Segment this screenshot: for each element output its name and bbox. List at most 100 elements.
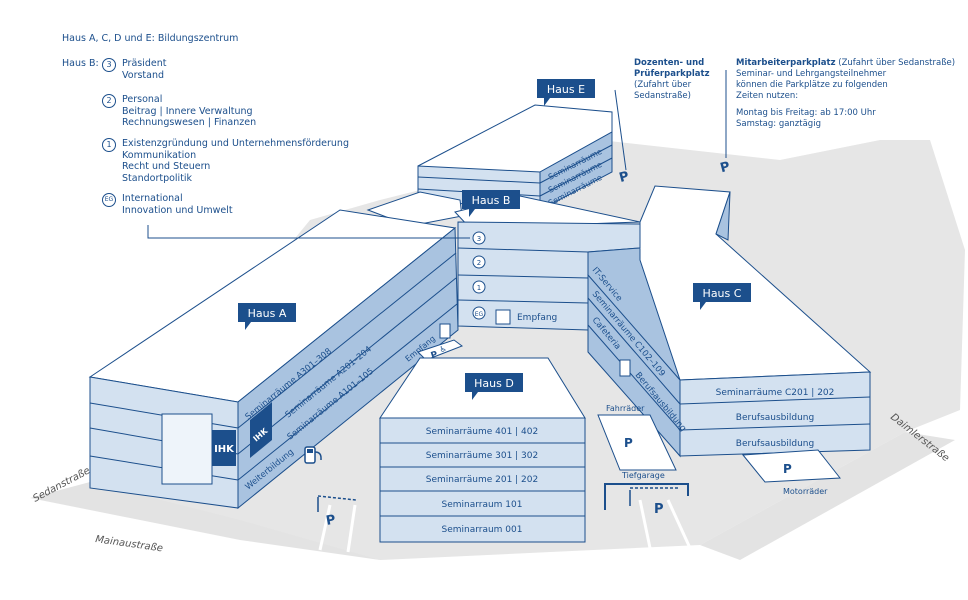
fahrraeder-label: Fahrräder bbox=[606, 404, 645, 413]
haus-b-floor-2: 2 bbox=[477, 259, 481, 267]
haus-c-roof-edge bbox=[715, 191, 731, 241]
ground-shade-right bbox=[700, 432, 955, 560]
haus-c-front bbox=[679, 371, 871, 457]
haus-c-berufsausbildung-2: Berufsausbildung bbox=[736, 439, 814, 449]
mitarbeiter-parking-access: (Zufahrt über Sedanstraße) bbox=[838, 58, 956, 68]
haus-c-label: Haus C bbox=[703, 287, 742, 300]
haus-b-floorline bbox=[457, 299, 589, 304]
haus-c-berufsausbildung-1: Berufsausbildung bbox=[736, 413, 814, 423]
haus-b-floorline bbox=[457, 247, 589, 253]
haus-d-room-301: Seminarräume 301 | 302 bbox=[426, 451, 538, 461]
legend-floor-1-line: Standortpolitik bbox=[122, 172, 193, 184]
haus-b-empfang-label: Empfang bbox=[517, 313, 557, 323]
mitarbeiter-parking-line: können die Parkplätze zu folgenden bbox=[736, 80, 888, 90]
haus-c-floorline bbox=[587, 324, 681, 431]
ground-shade-left bbox=[30, 482, 380, 560]
ev-charging-icon bbox=[304, 446, 322, 464]
fahrraeder-p: P bbox=[624, 436, 633, 450]
mitarbeiter-parking-time-weekday: Montag bis Freitag: ab 17:00 Uhr bbox=[736, 108, 876, 118]
wheelchair-icon: ♿ bbox=[438, 344, 448, 355]
haus-e-label: Haus E bbox=[547, 83, 585, 96]
legend-leader-line bbox=[147, 225, 470, 239]
legend-floor-2-line: Rechnungswesen | Finanzen bbox=[122, 117, 257, 128]
mitarbeiter-parking-title: Mitarbeiterparkplatz bbox=[736, 58, 836, 68]
fahrraeder-area bbox=[597, 414, 677, 471]
dozenten-parking-access-2: Sedanstraße) bbox=[634, 91, 691, 101]
legend-floor-2-line: Beitrag | Innere Verwaltung bbox=[122, 105, 253, 117]
mitarbeiter-parking-info: Mitarbeiterparkplatz (Zufahrt über Sedan… bbox=[736, 58, 955, 130]
floor-badge-3: 3 bbox=[102, 58, 116, 72]
haus-c-floorline bbox=[679, 396, 871, 405]
mainaustrasse-label: Mainaustraße bbox=[95, 534, 164, 554]
front-parking-lane bbox=[346, 504, 357, 553]
dozenten-parking-p: P bbox=[618, 169, 631, 186]
haus-e-floorline bbox=[417, 176, 541, 184]
haus-a-entrance-door bbox=[439, 323, 451, 339]
dozenten-parking-info: Dozenten- und Prüferparkplatz (Zufahrt ü… bbox=[634, 58, 710, 102]
haus-b-entrance-door bbox=[495, 309, 511, 325]
legend-floor-3: 3 Präsident Vorstand bbox=[102, 58, 167, 81]
legend-floor-2-line: Personal bbox=[122, 94, 163, 105]
tiefgarage-lane bbox=[666, 499, 692, 549]
legend-floor-1-line: Kommunikation bbox=[122, 149, 197, 161]
motorraeder-p: P bbox=[783, 462, 792, 476]
legend-floor-eg: EG International Innovation und Umwelt bbox=[102, 193, 233, 216]
legend-floor-1-line: Recht und Steuern bbox=[122, 161, 211, 172]
legend-floor-1-line: Existenzgründung und Unternehmensförderu… bbox=[122, 138, 349, 149]
haus-c-floorline bbox=[679, 423, 871, 431]
haus-a-label: Haus A bbox=[248, 307, 287, 320]
haus-b-floor-eg: EG bbox=[475, 311, 484, 318]
legend-floor-eg-line: International bbox=[122, 193, 183, 204]
haus-e-floorline bbox=[539, 157, 613, 197]
haus-b-floor-markers: 3 2 1 EG bbox=[472, 231, 486, 320]
haus-d-room-201: Seminarräume 201 | 202 bbox=[426, 475, 538, 485]
dozenten-leader bbox=[614, 89, 627, 171]
legend-haus-b-label: Haus B: bbox=[62, 58, 99, 69]
tiefgarage-label: Tiefgarage bbox=[621, 471, 665, 480]
motorraeder-label: Motorräder bbox=[783, 487, 828, 496]
dozenten-parking-title-1: Dozenten- und bbox=[634, 58, 705, 68]
tiefgarage-p: P bbox=[654, 502, 664, 517]
haus-c-room-c201: Seminarräume C201 | 202 bbox=[716, 388, 835, 398]
haus-d-room-101: Seminarraum 101 bbox=[441, 500, 522, 510]
haus-d-label: Haus D bbox=[474, 377, 514, 390]
haus-a-side bbox=[237, 226, 459, 510]
dozenten-parking-access-1: (Zufahrt über bbox=[634, 80, 692, 90]
legend-floor-2: 2 Personal Beitrag | Innere Verwaltung R… bbox=[102, 94, 256, 128]
dozenten-parking-title-2: Prüferparkplatz bbox=[634, 69, 710, 79]
mitarbeiter-parking-time-saturday: Samstag: ganztägig bbox=[736, 119, 821, 129]
legend-floor-1: 1 Existenzgründung und Unternehmensförde… bbox=[102, 138, 349, 184]
front-parking-p: P bbox=[325, 512, 337, 528]
haus-d-floor-labels: Seminarräume 401 | 402 Seminarräume 301 … bbox=[426, 427, 538, 535]
haus-b-floor-1: 1 bbox=[477, 284, 481, 292]
tiefgarage-lane bbox=[638, 499, 652, 549]
mitarbeiter-parking-line: Zeiten nutzen: bbox=[736, 91, 799, 101]
mitarbeiter-parking-line: Seminar- und Lehrgangsteilnehmer bbox=[736, 69, 887, 79]
floor-badge-1: 1 bbox=[102, 138, 116, 152]
ihk-logo: IHK bbox=[214, 444, 235, 455]
parking-marks: P P bbox=[614, 70, 732, 186]
haus-d-room-001: Seminarraum 001 bbox=[441, 525, 522, 535]
haus-b-label: Haus B bbox=[472, 194, 511, 207]
floor-badge-eg: EG bbox=[102, 193, 116, 207]
haus-e-side bbox=[539, 131, 613, 211]
floor-badge-2: 2 bbox=[102, 94, 116, 108]
mitarbeiter-parking-p: P bbox=[719, 159, 732, 176]
haus-b-floor-3: 3 bbox=[477, 235, 481, 243]
accessible-parking-icon: P ♿ bbox=[417, 339, 464, 362]
accessible-parking-p: P bbox=[430, 350, 440, 362]
motorraeder-area bbox=[742, 449, 841, 483]
legend-title: Haus A, C, D und E: Bildungszentrum bbox=[62, 33, 239, 44]
haus-c-front-labels: Seminarräume C201 | 202 Berufsausbildung… bbox=[716, 388, 835, 449]
tiefgarage-frame bbox=[604, 483, 689, 510]
house-callouts: Haus E Haus B Haus A Haus C Haus D bbox=[238, 79, 751, 400]
haus-c-entrance-door bbox=[619, 359, 631, 377]
haus-d-room-401: Seminarräume 401 | 402 bbox=[426, 427, 538, 437]
haus-a-floorline bbox=[237, 252, 457, 429]
haus-e-floorline bbox=[539, 144, 613, 184]
ihk-panel: IHK IHK bbox=[161, 402, 272, 485]
haus-a-floorline bbox=[237, 277, 457, 455]
front-parking-barrier bbox=[317, 495, 357, 501]
haus-a-floorline bbox=[237, 303, 458, 481]
